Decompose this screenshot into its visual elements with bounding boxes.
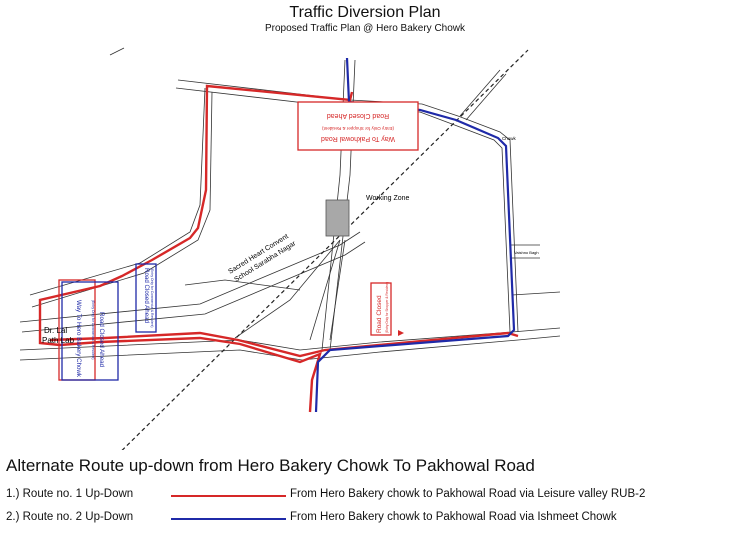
legend-route-1-number: 1.) Route no. 1 Up-Down bbox=[6, 488, 134, 500]
legend-route-1-description: From Hero Bakery chowk to Pakhowal Road … bbox=[290, 488, 646, 500]
sign-road-closed-mid: Road Closed (Entry Only for Shopper & Re… bbox=[370, 282, 404, 336]
sign-mid-sub: (Entry Only for Shopper & Resident) bbox=[385, 282, 389, 333]
sign-red-left-line2: (Entry Only for Commercial & Resident) bbox=[91, 300, 95, 360]
sign-blue-b-line1: Road Closed Ahead bbox=[143, 268, 150, 324]
page-title: Traffic Diversion Plan bbox=[289, 4, 441, 21]
path-lab-label: Path Lab bbox=[42, 336, 75, 345]
sign-road-closed-top: Way To Pakhowal Road (Entry Only for Sho… bbox=[297, 101, 419, 151]
sign-mid-text: Road Closed bbox=[376, 295, 383, 333]
dr-lal-label: Dr. Lal bbox=[44, 326, 67, 335]
legend-route-2-description: From Hero Bakery chowk to Pakhowal Road … bbox=[290, 511, 617, 523]
vaishno-label: Vaishno Bagh bbox=[514, 250, 539, 255]
legend-route-2: 2.) Route no. 2 Up-Down From Hero Bakery… bbox=[6, 511, 730, 527]
legend-route-1-swatch bbox=[171, 495, 286, 497]
page-subtitle: Proposed Traffic Plan @ Hero Bakery Chow… bbox=[264, 23, 466, 34]
sign-blue-a-line2: Road Closed Ahead bbox=[98, 312, 105, 368]
working-zone-label: Working Zone bbox=[366, 195, 410, 202]
chowk-label: Chowk bbox=[502, 136, 517, 141]
sign-top-line3: Road Closed Ahead bbox=[327, 112, 389, 119]
route-1-path-b bbox=[49, 331, 519, 358]
legend-heading: Alternate Route up-down from Hero Bakery… bbox=[6, 456, 535, 475]
legend-route-2-number: 2.) Route no. 2 Up-Down bbox=[6, 511, 134, 523]
diversion-map: Working Zone Way To Pakhowal Road (Entry… bbox=[19, 47, 561, 450]
sign-top-line2: (Entry Only for Shopper & Resident) bbox=[321, 126, 394, 131]
route-1-path bbox=[38, 84, 354, 413]
sign-way-to-hero-bakery: Way To Hero Bakery Chowk Road Closed Ahe… bbox=[61, 281, 119, 381]
legend-route-1: 1.) Route no. 1 Up-Down From Hero Bakery… bbox=[6, 488, 730, 504]
legend-route-2-swatch bbox=[171, 518, 286, 520]
sign-top-line1: Way To Pakhowal Road bbox=[321, 135, 395, 142]
working-zone bbox=[325, 199, 350, 237]
sign-road-closed-left-blue: Road Closed Ahead (Entry Only for Commer… bbox=[135, 263, 157, 333]
sign-blue-b-line2: (Entry Only for Commercial & Resident) bbox=[150, 268, 154, 328]
sign-blue-a-line1: Way To Hero Bakery Chowk bbox=[75, 300, 82, 378]
